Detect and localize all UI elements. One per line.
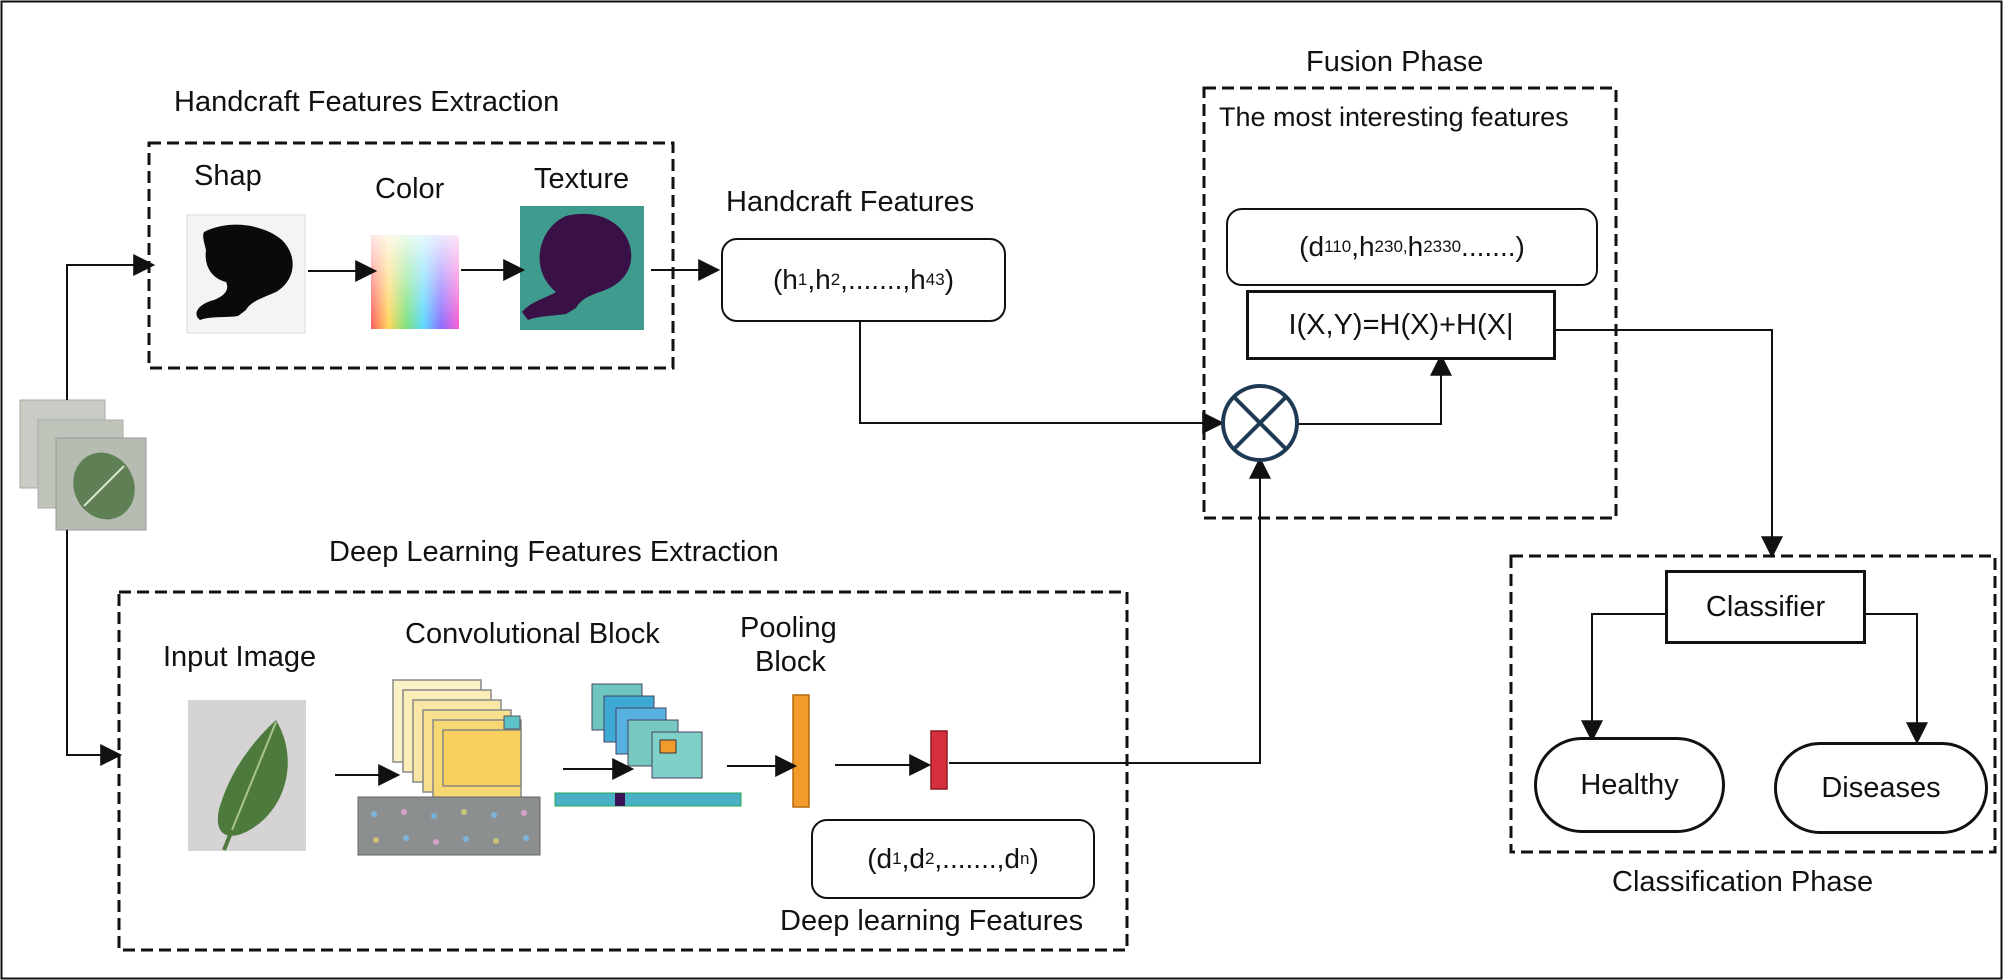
pool-block-label-line2: Block (755, 646, 826, 678)
branch-to-deep (66, 530, 123, 766)
pool-bar-icon (792, 694, 810, 808)
formula-to-classifier-line (1555, 329, 1783, 559)
fusion-to-formula-line (1298, 353, 1452, 425)
deep-vector-open: (d (867, 843, 893, 874)
dense-bar-icon (930, 730, 948, 790)
deep-features-title: Deep learning Features (780, 905, 1084, 937)
shape-label: Shap (194, 160, 262, 192)
fusion-phase-title: Fusion Phase (1306, 46, 1484, 78)
classifier-to-healthy-line (1581, 613, 1665, 743)
deep-vector-mid1: ,d (901, 843, 925, 874)
fusion-group-box (1202, 86, 1618, 520)
handcraft-vector-close: ) (944, 264, 955, 295)
deep-section-title: Deep Learning Features Extraction (329, 536, 779, 568)
selected-vector-close: .......) (1461, 231, 1525, 262)
handcraft-vector-sub3: 43 (925, 270, 945, 289)
selected-vector-sub2: 230, (1374, 237, 1408, 256)
shape-mask-icon (186, 214, 306, 334)
handcraft-vector-sub2: 2 (830, 270, 841, 289)
deep-vector-sub1: 1 (892, 849, 902, 868)
fusion-operator-icon (1221, 384, 1299, 462)
input-leaf-icon (188, 700, 306, 851)
conv-stack-icon (392, 679, 522, 803)
selected-vector-open: (d (1299, 231, 1325, 262)
handcraft-vector-open: (h (772, 264, 798, 295)
handcraft-vector-sub1: 1 (797, 270, 808, 289)
selected-vector-sub3: 2330 (1423, 237, 1462, 256)
pool-stack-icon (554, 683, 742, 807)
deep-group-box (117, 590, 1129, 952)
input-image-label: Input Image (163, 641, 317, 673)
leaf-stack-icon (19, 399, 147, 531)
deep-vector-sub2: 2 (924, 849, 935, 868)
deep-to-fusion-line (949, 456, 1271, 764)
handcraft-section-title: Handcraft Features Extraction (174, 86, 560, 118)
selected-vector-sub1: 110 (1324, 237, 1352, 256)
handcraft-features-title: Handcraft Features (726, 186, 975, 218)
texture-map-icon (520, 206, 644, 330)
classifier-box: Classifier (1665, 570, 1866, 644)
deep-vector-mid2: ,.......,d (934, 843, 1020, 874)
selected-vector-mid1: ,h (1351, 231, 1375, 262)
handcraft-group-box (147, 141, 675, 370)
diseases-output: Diseases (1774, 742, 1988, 834)
selected-vector-mid2: h (1407, 231, 1424, 262)
conv-block-label: Convolutional Block (405, 618, 660, 650)
classifier-to-diseases-line (1865, 613, 1928, 745)
classification-phase-title: Classification Phase (1612, 866, 1874, 898)
feature-grid-icon (357, 796, 541, 856)
handcraft-vector-mid1: ,h (807, 264, 831, 295)
deep-vector-close: ) (1029, 843, 1039, 874)
branch-to-handcraft (66, 254, 156, 400)
color-wheel-icon (371, 235, 459, 329)
handcraft-vector-mid2: ,.......,h (840, 264, 926, 295)
pool-block-label-line1: Pooling (740, 612, 837, 644)
handcraft-to-fusion-line (859, 320, 1225, 434)
texture-label: Texture (534, 163, 630, 195)
deep-vector-sub3: n (1020, 849, 1030, 868)
color-label: Color (375, 173, 445, 205)
classification-group-box (1509, 554, 1997, 854)
mutual-information-formula-box: I(X,Y)=H(X)+H(X| (1246, 290, 1556, 360)
fusion-subtitle: The most interesting features (1219, 102, 1569, 132)
healthy-output: Healthy (1534, 737, 1725, 833)
